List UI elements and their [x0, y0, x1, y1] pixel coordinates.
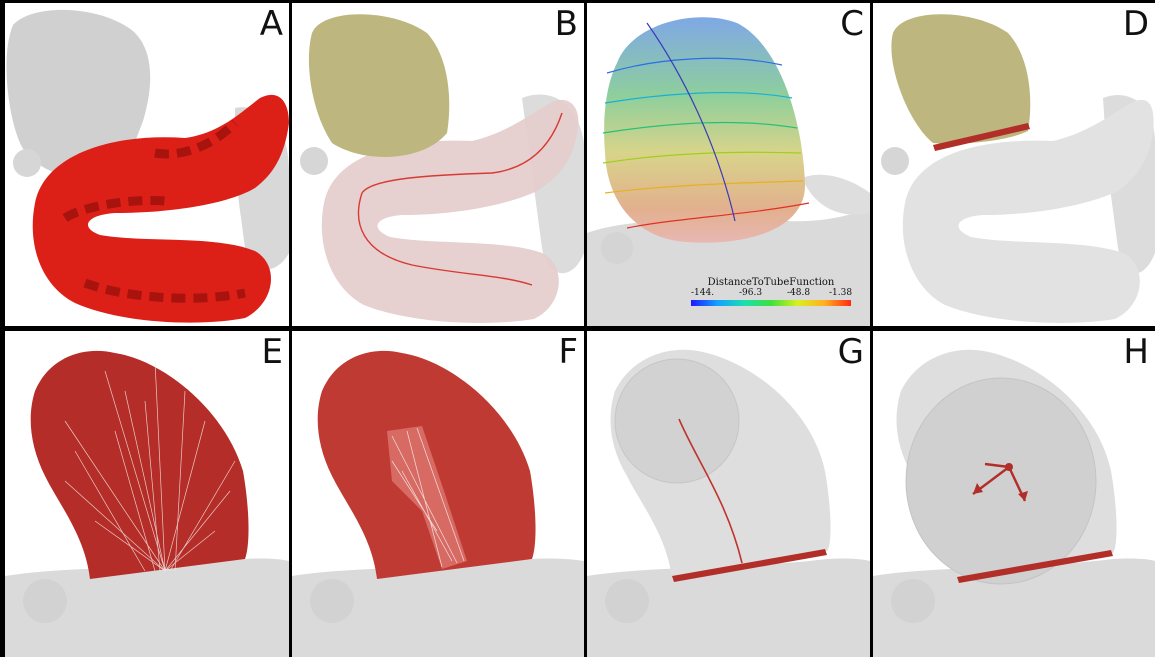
colorbar-title: DistanceToTubeFunction — [691, 277, 851, 288]
panel-d-render — [873, 3, 1155, 326]
colorbar-tick: -144. — [691, 288, 714, 298]
panel-b-render — [292, 3, 584, 326]
panel-a-label: A — [260, 7, 283, 41]
panel-c: DistanceToTubeFunction -144. -96.3 -48.8… — [587, 3, 870, 326]
colorbar-gradient — [691, 300, 851, 306]
colorbar-tick: -1.38 — [829, 288, 852, 298]
panel-g: G — [587, 331, 870, 657]
panel-d-label: D — [1123, 7, 1149, 41]
panel-e-label: E — [262, 335, 283, 369]
panel-b: B — [292, 3, 584, 326]
panel-b-label: B — [555, 7, 578, 41]
panel-h-render — [873, 331, 1155, 657]
panel-e: E — [5, 331, 289, 657]
colorbar-tick: -48.8 — [787, 288, 810, 298]
panel-e-render — [5, 331, 289, 657]
panel-a-render — [5, 3, 289, 326]
panel-h: H — [873, 331, 1155, 657]
panel-g-label: G — [838, 335, 864, 369]
panel-f-label: F — [558, 335, 578, 369]
panel-d: D — [873, 3, 1155, 326]
panel-f: F — [292, 331, 584, 657]
panel-a: A — [5, 3, 289, 326]
colorbar-ticks: -144. -96.3 -48.8 -1.38 — [691, 288, 851, 299]
panel-h-label: H — [1123, 335, 1149, 369]
panel-f-render — [292, 331, 584, 657]
colorbar-tick: -96.3 — [739, 288, 762, 298]
colorbar: DistanceToTubeFunction -144. -96.3 -48.8… — [691, 277, 851, 306]
panel-g-render — [587, 331, 870, 657]
panel-c-label: C — [840, 7, 864, 41]
